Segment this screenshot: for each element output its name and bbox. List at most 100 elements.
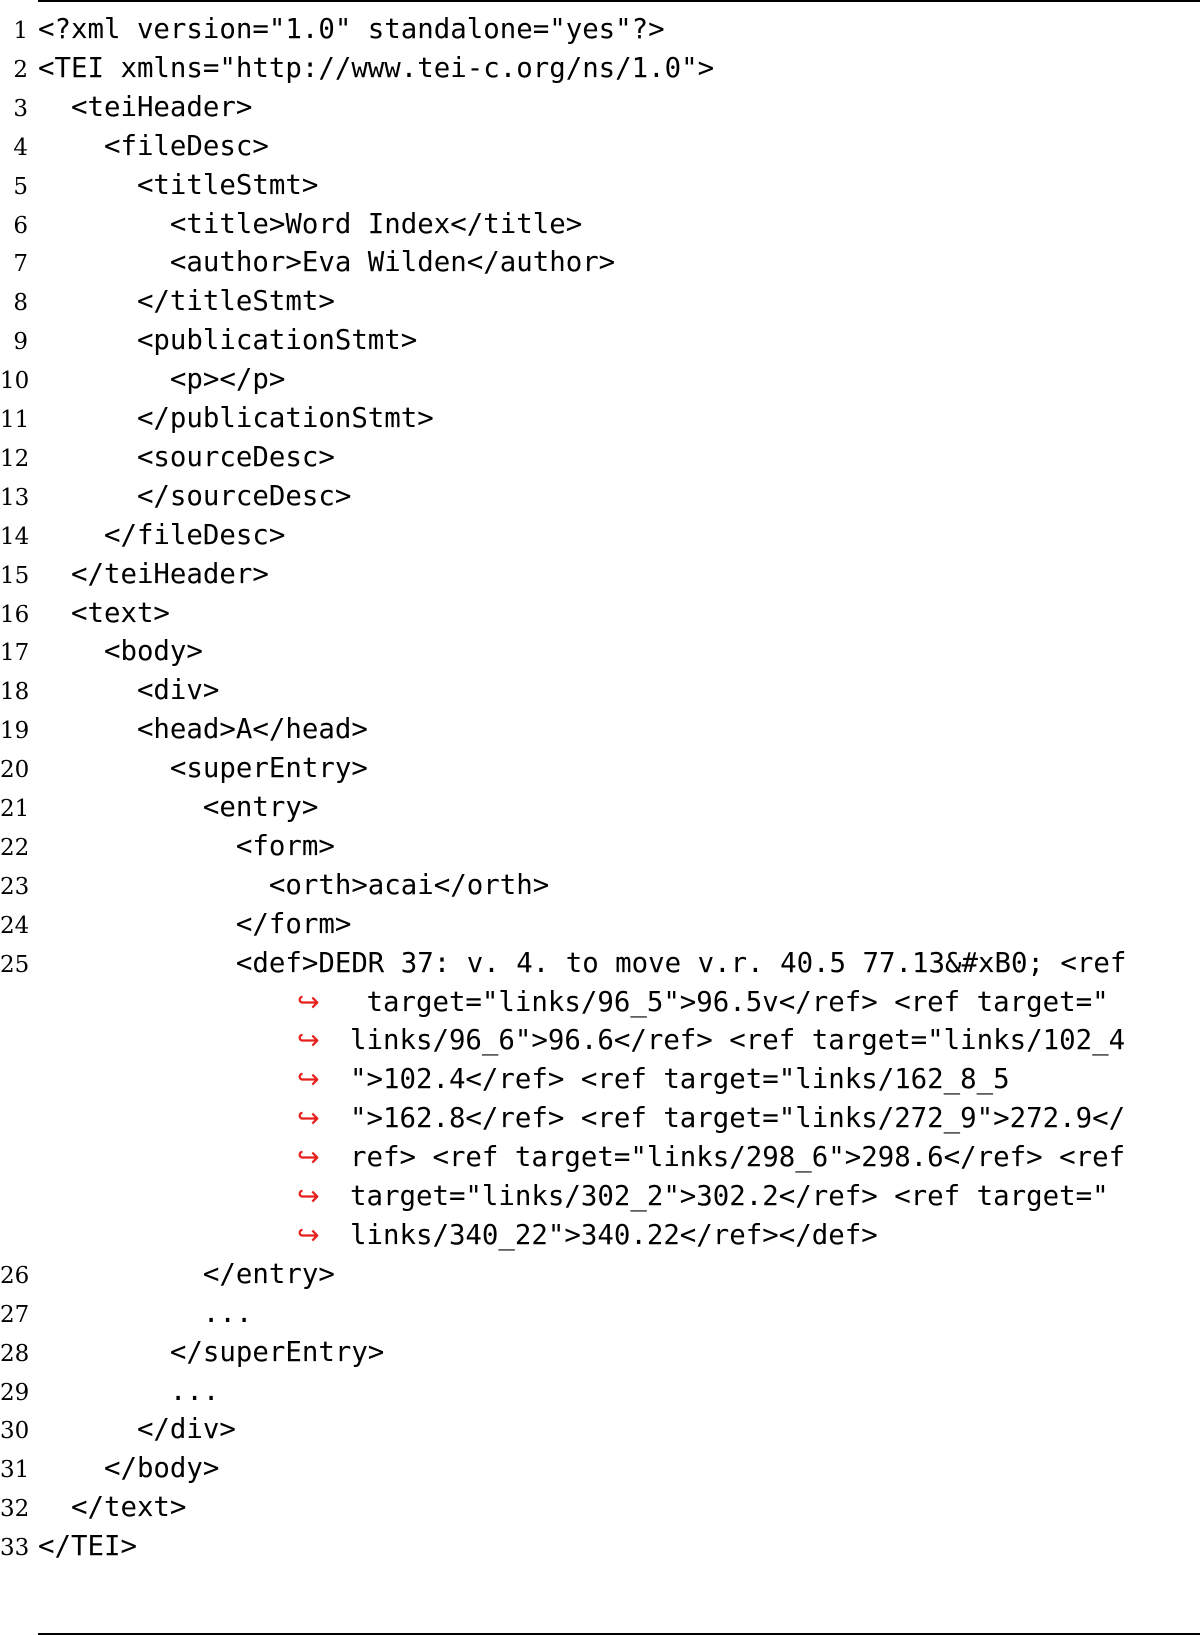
code-text: <author>Eva Wilden</author> (38, 247, 616, 279)
code-line-continuation: ↪ target="links/302_2">302.2</ref> <ref t… (0, 1177, 1200, 1217)
line-number: 3 (13, 95, 28, 122)
code-line: 9 <publicationStmt> (0, 321, 1200, 361)
line-number: 14 (0, 523, 30, 550)
code-line-continuation: ↪ ">102.4</ref> <ref target="links/162_8_… (0, 1060, 1200, 1100)
code-text: target="links/302_2">302.2</ref> <ref ta… (350, 1181, 1109, 1212)
code-text: ">102.4</ref> <ref target="links/162_8_5 (350, 1064, 1010, 1096)
bottom-rule (38, 1633, 1200, 1635)
line-wrap-arrow-icon: ↪ (297, 1219, 320, 1251)
code-text: </publicationStmt> (38, 403, 434, 434)
code-line-continuation: ↪ target="links/96_5">96.5v</ref> <ref t… (0, 983, 1200, 1023)
line-number: 28 (0, 1340, 30, 1367)
code-line: 27 ... (0, 1294, 1200, 1334)
code-line: 21 <entry> (0, 788, 1200, 828)
code-text: </body> (38, 1453, 220, 1485)
line-number: 30 (0, 1418, 30, 1445)
line-number: 17 (0, 640, 30, 667)
code-text: </text> (38, 1492, 187, 1524)
line-number: 16 (0, 601, 30, 628)
line-wrap-arrow-icon: ↪ (297, 1064, 320, 1096)
code-line: 30 </div> (0, 1410, 1200, 1450)
code-text: <fileDesc> (38, 130, 269, 162)
code-text: </div> (38, 1414, 236, 1446)
code-line-continuation: ↪ref> <ref target="links/298_6">298.6</r… (0, 1138, 1200, 1178)
code-text: <form> (38, 830, 335, 862)
line-number: 18 (0, 679, 30, 706)
line-wrap-arrow-icon: ↪ (297, 1181, 320, 1212)
code-text: <p></p> (38, 364, 286, 396)
code-text: <teiHeader> (38, 91, 253, 123)
code-text: <body> (38, 636, 203, 668)
line-number: 1 (13, 18, 28, 44)
line-number: 27 (0, 1301, 30, 1328)
code-line: 33 </TEI> (0, 1527, 1200, 1567)
code-text: </TEI> (38, 1531, 137, 1563)
line-number: 23 (0, 873, 30, 900)
code-text: </fileDesc> (38, 519, 286, 551)
line-number: 29 (0, 1379, 30, 1406)
line-number: 19 (0, 718, 30, 745)
code-line: 31 </body> (0, 1449, 1200, 1489)
line-number: 13 (0, 484, 30, 511)
code-line: 26 </entry> (0, 1255, 1200, 1295)
line-wrap-arrow-icon: ↪ (297, 1103, 320, 1135)
code-line: 7 <author>Eva Wilden</author> (0, 243, 1200, 283)
code-line: 20 <superEntry> (0, 749, 1200, 789)
code-line: 5 <titleStmt> (0, 166, 1200, 206)
code-line: 2 <TEI xmlns="http://www.tei-c.org/ns/1.0… (0, 49, 1200, 89)
line-number: 25 (0, 951, 30, 978)
line-number: 20 (0, 757, 30, 784)
code-line: 28 </superEntry> (0, 1333, 1200, 1373)
line-number: 2 (13, 56, 28, 83)
code-line: 6 <title>Word Index</title> (0, 205, 1200, 245)
code-text: <titleStmt> (38, 169, 319, 201)
line-number: 7 (13, 251, 28, 278)
code-line: 29 ... (0, 1372, 1200, 1412)
line-number: 33 (0, 1535, 30, 1562)
code-text: <sourceDesc> (38, 441, 335, 473)
code-text: links/96_6">96.6</ref> <ref target="link… (350, 1025, 1126, 1057)
code-text: <orth>acai</orth> (38, 869, 550, 901)
code-line: 1 <?xml version="1.0" standalone="yes"?> (0, 10, 1200, 50)
code-text: <head>A</head> (38, 714, 368, 746)
line-number: 10 (0, 368, 30, 395)
code-text: </titleStmt> (38, 286, 335, 318)
code-text: </superEntry> (38, 1336, 385, 1368)
code-line: 4 <fileDesc> (0, 127, 1200, 167)
line-number: 5 (13, 173, 28, 200)
code-line: 13 </sourceDesc> (0, 477, 1200, 517)
code-line: 18 <div> (0, 671, 1200, 711)
code-line: 11 </publicationStmt> (0, 399, 1200, 439)
line-number: 22 (0, 834, 30, 861)
line-number: 11 (0, 407, 30, 433)
line-number: 32 (0, 1496, 30, 1523)
code-line: 22 <form> (0, 827, 1200, 867)
code-line-continuation: ↪ ">162.8</ref> <ref target="links/272_9"… (0, 1099, 1200, 1139)
code-text: </form> (38, 908, 352, 940)
code-text: links/340_22">340.22</ref></def> (350, 1219, 878, 1251)
code-text: ... (38, 1375, 220, 1407)
code-text: <text> (38, 597, 170, 629)
line-number: 15 (0, 562, 30, 589)
code-text: <TEI xmlns="http://www.tei-c.org/ns/1.0"… (38, 52, 715, 84)
line-number: 9 (13, 329, 28, 356)
line-number: 12 (0, 445, 30, 472)
code-line: 14 </fileDesc> (0, 516, 1200, 556)
line-number: 6 (13, 212, 28, 239)
code-line: 16 <text> (0, 594, 1200, 634)
line-number: 4 (13, 134, 28, 161)
code-text: </teiHeader> (38, 558, 269, 590)
code-text: target="links/96_5">96.5v</ref> <ref tar… (350, 986, 1109, 1018)
line-wrap-arrow-icon: ↪ (297, 986, 320, 1018)
code-line: 19 <head>A</head> (0, 710, 1200, 750)
code-text: <title>Word Index</title> (38, 208, 583, 240)
code-text: ... (38, 1297, 253, 1329)
line-number: 8 (13, 290, 28, 317)
code-line-continuation: ↪links/96_6">96.6</ref> <ref target="lin… (0, 1021, 1200, 1061)
code-text: <div> (38, 675, 220, 707)
code-text: ref> <ref target="links/298_6">298.6</re… (350, 1142, 1126, 1174)
code-text: <?xml version="1.0" standalone="yes"?> (38, 14, 665, 45)
line-number: 26 (0, 1262, 30, 1289)
line-number: 24 (0, 912, 30, 939)
code-text: ">162.8</ref> <ref target="links/272_9">… (350, 1103, 1126, 1135)
